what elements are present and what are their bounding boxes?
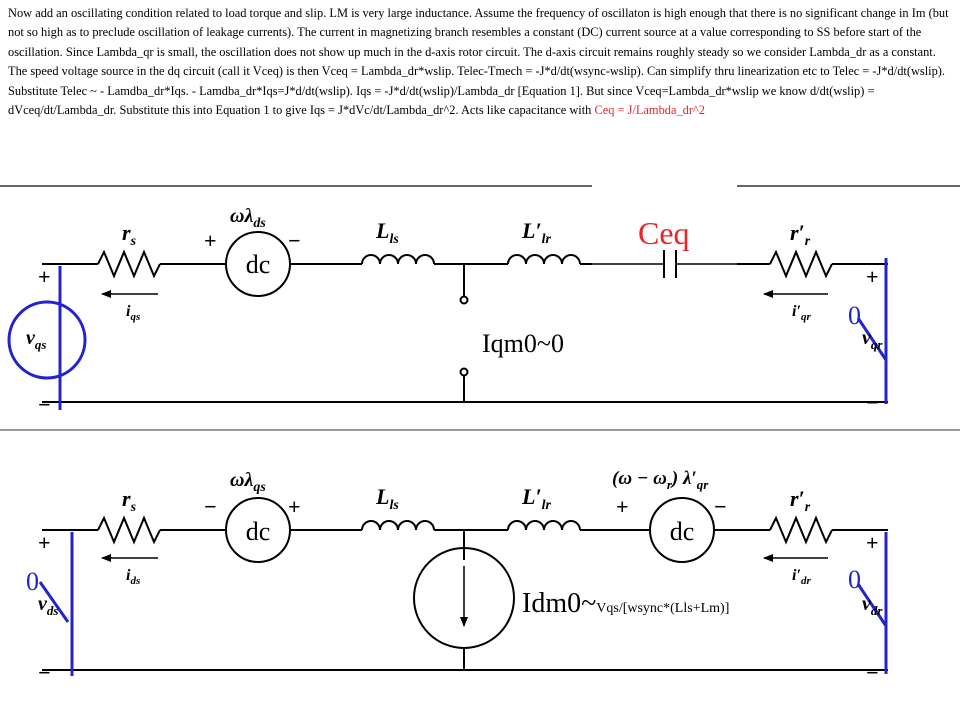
d-source-label: ωλqs (230, 469, 266, 495)
d-right-plus: + (866, 530, 879, 555)
d-axis-circuit (42, 497, 888, 671)
q-mag-terminal-top (459, 295, 469, 305)
d-right-minus: − (866, 660, 879, 685)
q-vqs-label: vqs (26, 327, 46, 352)
q-rs-label: rs (122, 220, 137, 249)
q-rr-label: r′r (790, 220, 811, 249)
d-lls-label: Lls (375, 484, 399, 513)
q-source-plus: + (204, 228, 217, 253)
q-right-plus: + (866, 264, 879, 289)
d-source-minus-left: − (204, 494, 217, 519)
d-right-zero: 0 (848, 565, 861, 594)
q-llr-inductor (507, 254, 581, 265)
d-llr-label: L′lr (521, 484, 552, 513)
d-mag-current-label: Idm0~Vqs/[wsync*(Lls+Lm)] (522, 588, 729, 619)
d-left-minus: − (38, 660, 51, 685)
q-llr-label: L′lr (521, 218, 552, 247)
q-ceq-label: Ceq (638, 215, 690, 251)
d-left-short-slash (38, 581, 70, 623)
q-right-zero: 0 (848, 301, 861, 330)
d-vds-label: vds (38, 593, 58, 618)
ceq-formula: Ceq = J/Lambda_dr^2 (594, 103, 705, 118)
intro-text: Now add an oscillating condition related… (8, 6, 949, 118)
d-idr-label: i′dr (792, 567, 811, 587)
d-rr-resistor (769, 515, 833, 545)
q-rs-resistor (97, 249, 161, 279)
d-source-plus-right: + (288, 494, 301, 519)
d-rotor-source-plus: + (616, 494, 629, 519)
d-right-short-slash (856, 583, 888, 627)
q-iqs-label: iqs (126, 303, 140, 323)
q-iqr-label: i′qr (792, 303, 811, 323)
d-left-zero: 0 (26, 567, 39, 596)
d-rs-resistor (97, 515, 161, 545)
d-llr-inductor (507, 520, 581, 531)
q-left-minus: − (38, 392, 51, 417)
q-ceq-capacitor (663, 250, 677, 278)
d-source-dc: dc (246, 517, 271, 546)
q-right-minus: − (866, 390, 879, 415)
d-rr-label: r′r (790, 486, 811, 515)
q-axis-circuit (42, 231, 888, 403)
d-rotor-source-minus: − (714, 494, 727, 519)
d-left-plus: + (38, 530, 51, 555)
d-rotor-source-label: (ω − ωr) λ′qr (612, 468, 709, 492)
q-rr-resistor (769, 249, 833, 279)
q-source-minus: − (288, 228, 301, 253)
q-left-plus: + (38, 264, 51, 289)
d-rs-label: rs (122, 486, 137, 515)
q-right-short-slash (856, 317, 888, 361)
q-lls-inductor (361, 254, 435, 265)
q-vqr-label: vqr (862, 327, 883, 352)
d-rotor-source-dc: dc (670, 517, 695, 546)
q-mag-current-label: Iqm0~0 (482, 329, 564, 358)
d-vdr-label: vdr (862, 593, 883, 618)
q-source-label: ωλds (230, 205, 266, 231)
d-ids-label: ids (126, 567, 140, 587)
d-lls-inductor (361, 520, 435, 531)
q-mag-terminal-bottom (459, 367, 469, 377)
intro-paragraph: Now add an oscillating condition related… (8, 4, 954, 120)
q-lls-label: Lls (375, 218, 399, 247)
q-source-dc: dc (246, 250, 271, 279)
q-vqs-source-circle (7, 300, 87, 380)
